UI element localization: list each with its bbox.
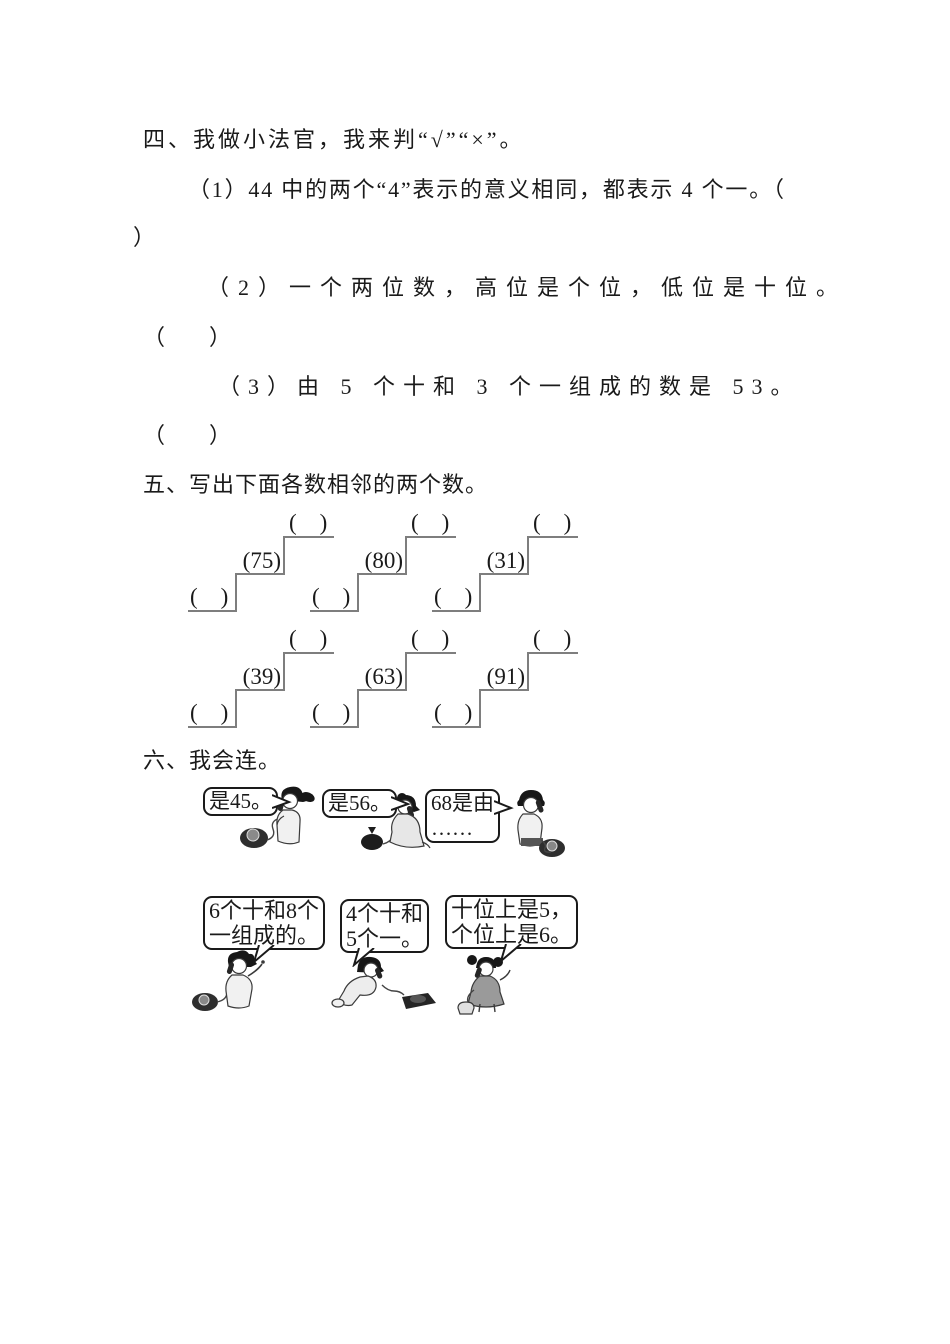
staircase-80: ( ) (80) ( ) — [310, 510, 458, 614]
stair-line — [479, 573, 529, 575]
blank-answer-lower: ( ) — [312, 584, 351, 609]
question-1-close-paren: ） — [133, 225, 156, 250]
stair-line — [310, 726, 359, 728]
staircase-91: ( ) (91) ( ) — [432, 626, 580, 730]
staircase-number: (80) — [364, 548, 403, 573]
blank-answer-upper: ( ) — [533, 510, 572, 535]
pigtail-girl-phone-figure — [457, 955, 511, 1015]
staircase-39: ( ) (39) ( ) — [188, 626, 336, 730]
speech-bubble-4-tens-5-ones: 4个十和 5个一。 — [340, 899, 430, 967]
blank-answer-upper: ( ) — [411, 626, 450, 651]
bubble-tail-icon — [391, 796, 411, 811]
section-five-heading: 五、写出下面各数相邻的两个数。 — [143, 472, 489, 497]
blank-answer-lower: ( ) — [190, 584, 229, 609]
bubble-text-line2: …… — [431, 816, 473, 840]
staircase-number: (91) — [486, 664, 525, 689]
bubble-tail-icon — [352, 948, 375, 967]
stair-line — [479, 689, 481, 728]
stair-line — [405, 536, 456, 538]
blank-answer-upper: ( ) — [289, 510, 328, 535]
bubble-tail-icon — [494, 800, 514, 815]
stair-line — [527, 652, 578, 654]
bubble-text-line1: 6个十和8个 — [209, 898, 320, 923]
section-six-heading: 六、我会连。 — [143, 748, 282, 773]
stair-line — [527, 536, 578, 538]
stair-line — [283, 652, 285, 691]
stair-line — [310, 610, 359, 612]
stair-line — [479, 689, 529, 691]
bubble-tail-icon — [252, 945, 275, 964]
stair-line — [283, 536, 334, 538]
blank-answer-lower: ( ) — [312, 700, 351, 725]
staircase-number: (63) — [364, 664, 403, 689]
staircase-63: ( ) (63) ( ) — [310, 626, 458, 730]
stair-line — [283, 536, 285, 575]
blank-answer-lower: ( ) — [434, 584, 473, 609]
blank-answer-upper: ( ) — [411, 510, 450, 535]
blank-answer-lower: ( ) — [434, 700, 473, 725]
stair-line — [405, 652, 407, 691]
question-2-answer-blank: （ ） — [143, 325, 232, 350]
stair-line — [235, 689, 285, 691]
staircase-75: ( ) (75) ( ) — [188, 510, 336, 614]
bubble-text-line1: 十位上是5， — [451, 897, 573, 922]
staircase-number: (75) — [242, 548, 281, 573]
bubble-text-line2: 一组成的。 — [209, 923, 320, 948]
section-four-heading: 四、我做小法官，我来判“√”“×”。 — [143, 127, 525, 152]
stair-line — [188, 610, 237, 612]
stair-line — [405, 536, 407, 575]
bubble-text-line1: 68是由 — [431, 791, 494, 815]
stair-line — [405, 652, 456, 654]
stair-line — [188, 726, 237, 728]
question-3-text: （3）由 5 个十和 3 个一组成的数是 53。 — [218, 374, 801, 399]
bubble-text-line2: 个位上是6。 — [451, 922, 573, 947]
stair-line — [432, 610, 481, 612]
speech-bubble-68: 68是由 …… — [425, 789, 514, 843]
speech-bubble-tens-5-ones-6: 十位上是5， 个位上是6。 — [445, 895, 579, 963]
speech-bubble-is-56: 是56。 — [322, 789, 411, 818]
stair-line — [357, 689, 407, 691]
stair-line — [235, 573, 237, 612]
bubble-tail-icon — [272, 794, 292, 809]
staircase-number: (39) — [242, 664, 281, 689]
stair-line — [283, 652, 334, 654]
stair-line — [357, 689, 359, 728]
blank-answer-upper: ( ) — [533, 626, 572, 651]
staircase-31: ( ) (31) ( ) — [432, 510, 580, 614]
pointing-boy-phone-figure — [192, 950, 265, 1011]
bubble-text: 是45。 — [209, 789, 272, 813]
bubble-tail-icon — [499, 944, 522, 963]
stair-line — [357, 573, 407, 575]
question-1-text: （1）44 中的两个“4”表示的意义相同，都表示 4 个一。（ — [188, 177, 786, 202]
question-3-answer-blank: （ ） — [143, 423, 232, 448]
blank-answer-upper: ( ) — [289, 626, 328, 651]
leaning-boy-phone-figure — [331, 956, 436, 1009]
bubble-text-line1: 4个十和 — [346, 901, 424, 926]
girl-ponytail-phone-figure — [240, 786, 315, 848]
stair-line — [235, 573, 285, 575]
speech-bubble-6-tens-8-ones: 6个十和8个 一组成的。 — [203, 896, 326, 964]
bubble-text: 是56。 — [328, 791, 391, 815]
question-2-text: （2）一个两位数，高位是个位，低位是十位。 — [207, 275, 848, 300]
stair-line — [235, 689, 237, 728]
stair-line — [357, 573, 359, 612]
blank-answer-lower: ( ) — [190, 700, 229, 725]
staircase-number: (31) — [486, 548, 525, 573]
stair-line — [527, 536, 529, 575]
stair-line — [432, 726, 481, 728]
stair-line — [527, 652, 529, 691]
boy-phone-figure — [517, 790, 565, 857]
speech-bubble-is-45: 是45。 — [203, 787, 292, 816]
stair-line — [479, 573, 481, 612]
bubble-text-line2: 5个一。 — [346, 926, 424, 951]
